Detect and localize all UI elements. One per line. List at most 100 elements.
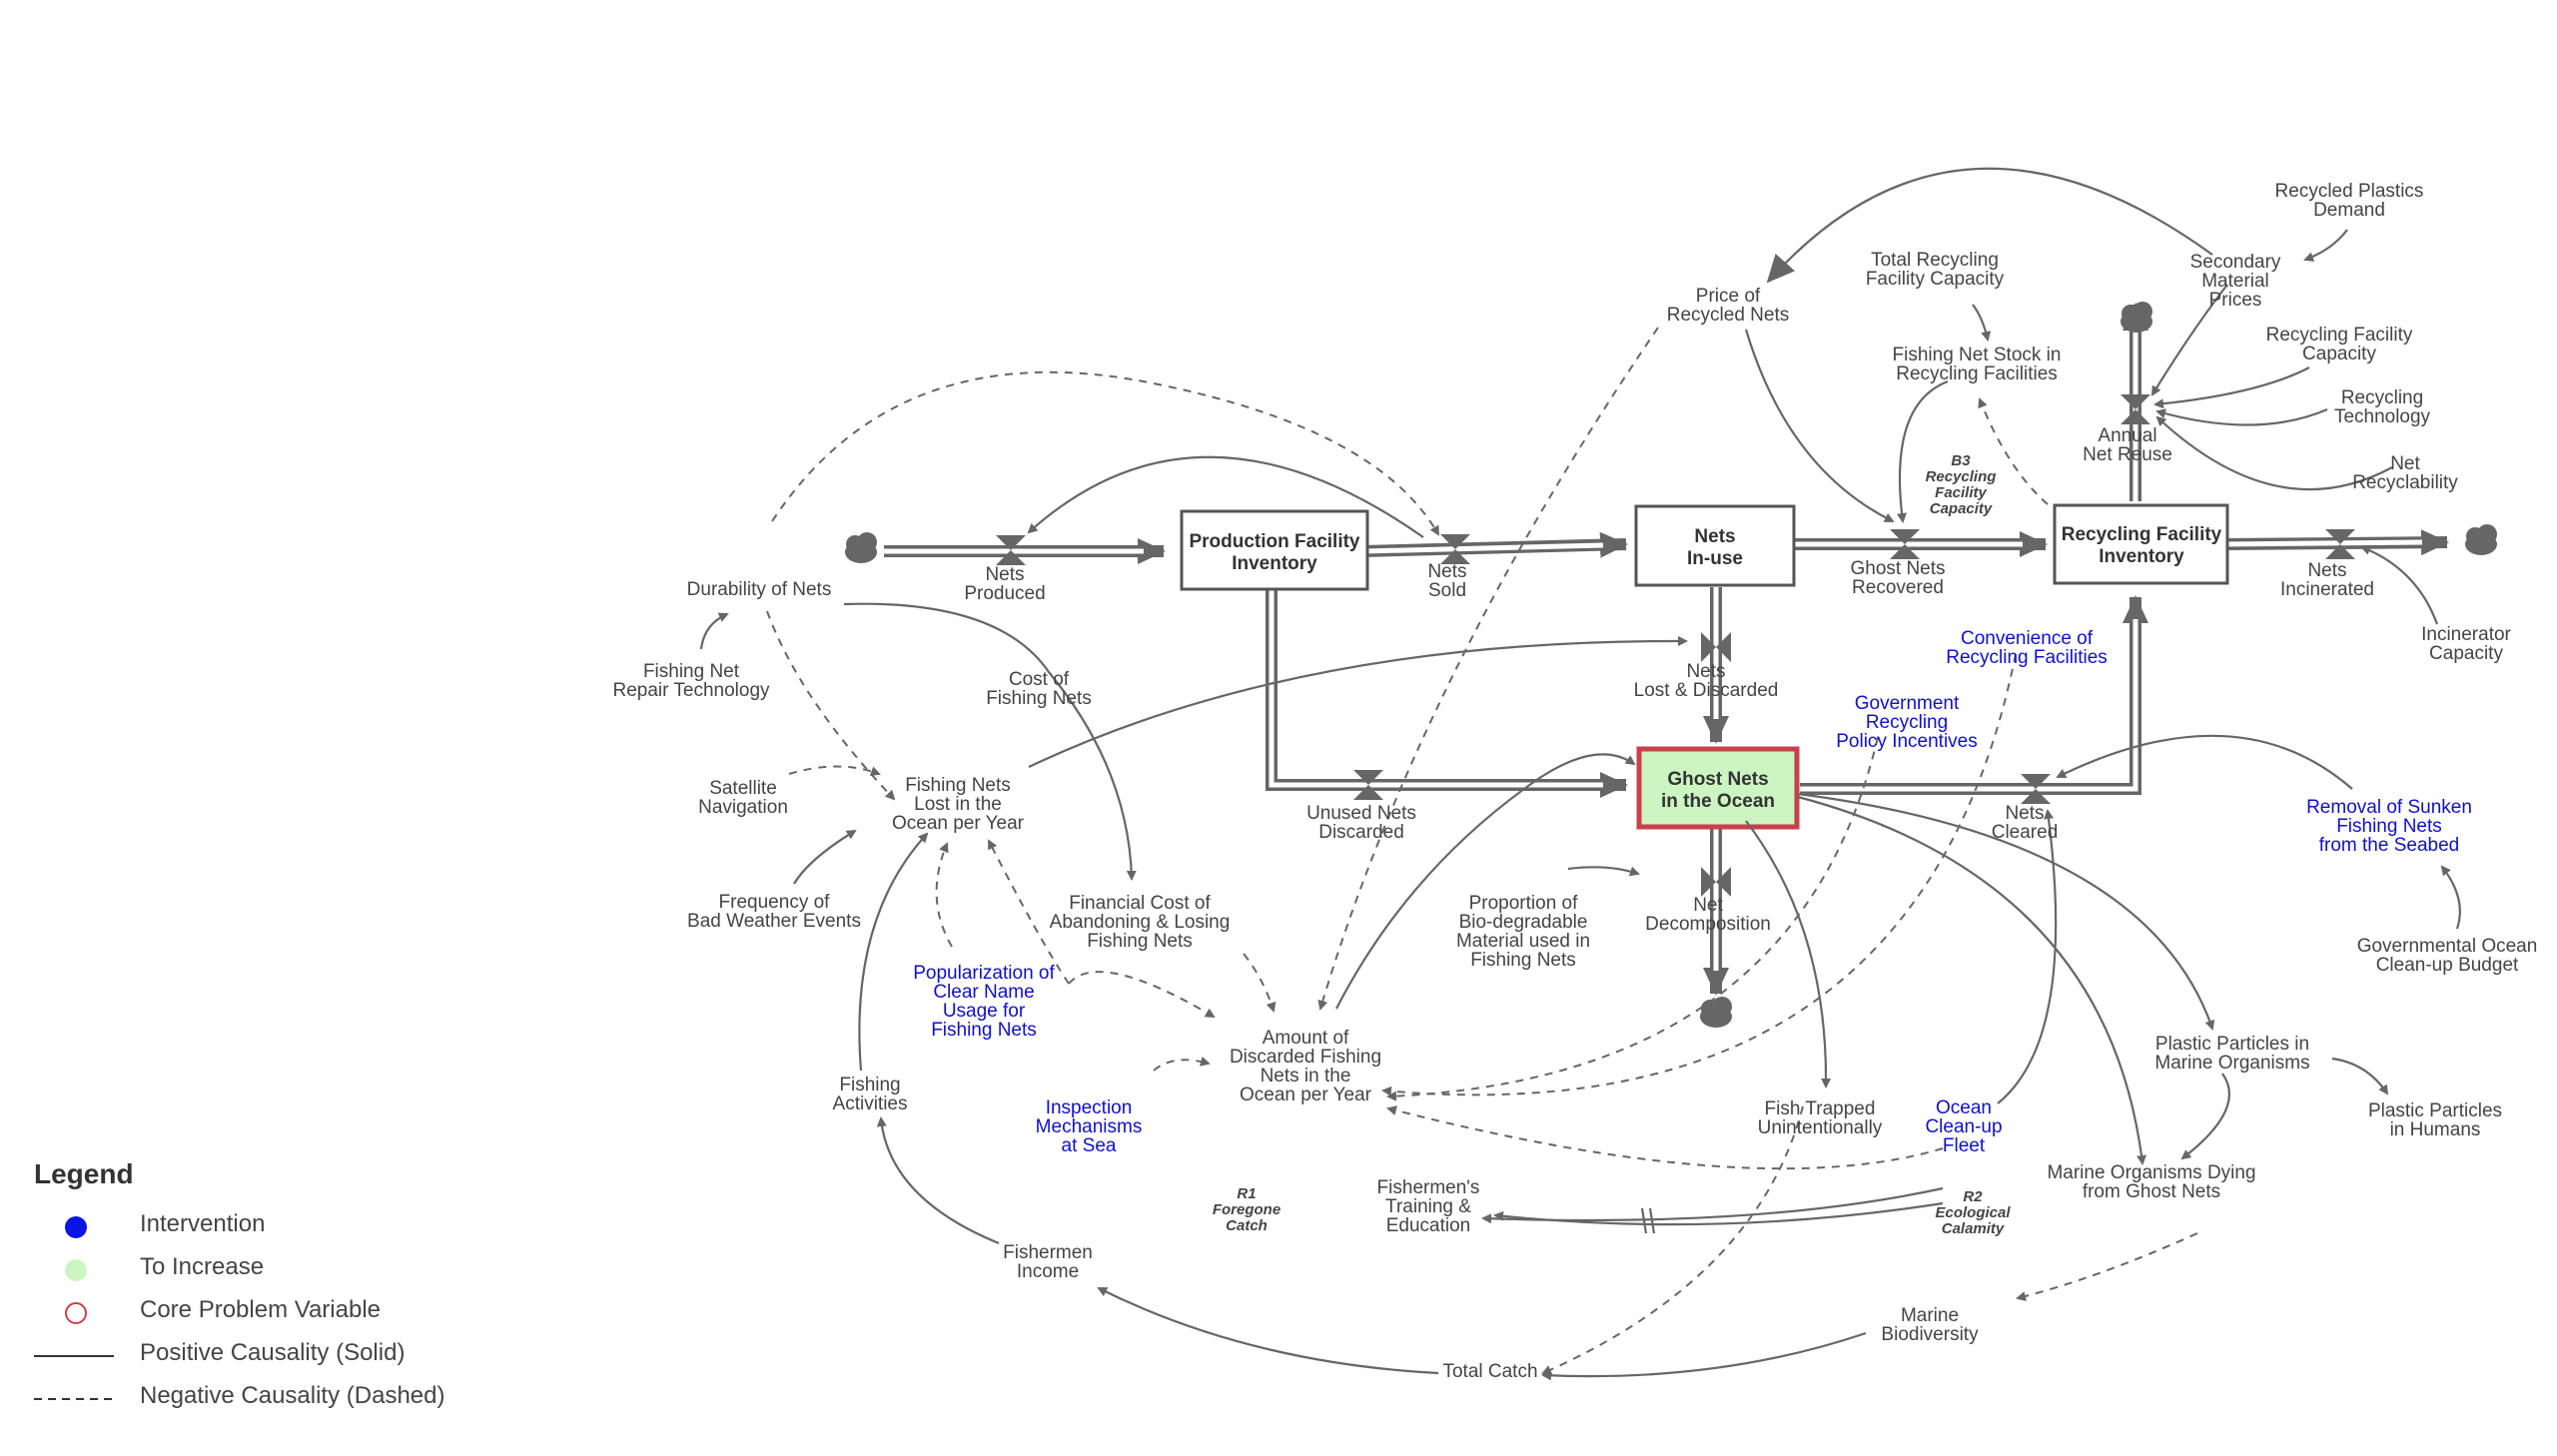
valve-icon [1440, 534, 1470, 564]
intervention-popularization-clear-name: Clear Name [933, 982, 1034, 1003]
var-financial-cost-abandoning: Fishing Nets [1087, 931, 1193, 952]
var-governmental-cleanup-budget: Governmental Ocean [2357, 936, 2538, 957]
var-net-recyclability: Recyclability [2352, 472, 2458, 493]
var-proportion-biodegradable: Proportion of [1469, 893, 1579, 914]
var-total-catch: Total Catch [1442, 1361, 1537, 1382]
flow-label-nets-produced: Nets [985, 564, 1024, 585]
legend-item-negative: Negative Causality (Dashed) [34, 1378, 503, 1418]
loop-label-r1: R1 [1237, 1185, 1256, 1202]
stock-label: In-use [1687, 548, 1743, 569]
intervention-ocean-cleanup-fleet: Ocean [1936, 1097, 1992, 1118]
stock-production-facility-inventory[interactable]: Production Facility Inventory [1180, 509, 1369, 591]
loop-label-r1: Foregone [1213, 1201, 1280, 1218]
stock-label: Production Facility [1189, 531, 1359, 552]
reuse-cloud-icon [2121, 302, 2152, 333]
loop-label-r1: Catch [1226, 1217, 1268, 1234]
var-fishing-nets-lost-per-year: Lost in the [914, 794, 1002, 815]
var-fishermens-training: Education [1386, 1215, 1471, 1236]
var-fishing-nets-lost-per-year: Ocean per Year [892, 813, 1025, 834]
var-plastic-particles-marine: Marine Organisms [2154, 1053, 2309, 1074]
legend-solid-line-icon [34, 1355, 114, 1357]
var-recycling-technology: Technology [2334, 406, 2431, 427]
intervention-removal-sunken-nets: Removal of Sunken [2306, 797, 2472, 818]
legend-green-dot-icon [65, 1259, 87, 1281]
valve-icon [996, 535, 1026, 565]
intervention-inspection-mechanisms: Inspection [1046, 1097, 1133, 1118]
intervention-inspection-mechanisms: Mechanisms [1036, 1116, 1143, 1137]
var-fishing-net-repair-technology: Repair Technology [612, 680, 770, 701]
valve-icon [1701, 632, 1731, 662]
var-financial-cost-abandoning: Abandoning & Losing [1050, 912, 1231, 933]
var-recycled-plastics-demand: Demand [2313, 200, 2385, 221]
legend-label: Positive Causality (Solid) [140, 1339, 406, 1366]
var-secondary-material-prices: Prices [2209, 290, 2262, 311]
flow-label-nets-lost-discarded: Lost & Discarded [1634, 680, 1779, 701]
valve-icon [2021, 774, 2051, 804]
var-price-of-recycled-nets: Price of [1696, 286, 1761, 307]
stock-label: Inventory [2099, 546, 2184, 567]
flow-label-nets-produced: Produced [964, 583, 1045, 604]
var-marine-biodiversity: Marine [1901, 1305, 1959, 1326]
var-fishermens-training: Training & [1385, 1196, 1471, 1217]
var-marine-organisms-dying: Marine Organisms Dying [2047, 1162, 2255, 1183]
stock-ghost-nets-in-the-ocean[interactable]: Ghost Nets in the Ocean [1636, 746, 1800, 830]
var-marine-organisms-dying: from Ghost Nets [2083, 1181, 2220, 1202]
var-incinerator-capacity: Capacity [2429, 643, 2503, 664]
legend-title: Legend [34, 1158, 134, 1189]
var-fishing-activities: Activities [833, 1093, 908, 1114]
intervention-ocean-cleanup-fleet: Fleet [1943, 1135, 1986, 1156]
intervention-government-recycling-incentives: Recycling [1866, 712, 1948, 733]
var-recycled-plastics-demand: Recycled Plastics [2275, 181, 2424, 202]
var-fishermen-income: Income [1017, 1261, 1079, 1282]
var-fishing-net-stock-recycling: Recycling Facilities [1896, 364, 2058, 384]
legend-blue-dot-icon [65, 1216, 87, 1238]
stock-label: in the Ocean [1661, 791, 1775, 812]
sink-cloud-icon [2465, 524, 2497, 555]
flow-label-unused-nets-discarded: Discarded [1318, 822, 1404, 843]
stock-label: Ghost Nets [1667, 769, 1768, 790]
var-fish-trapped-unintentionally: Unintentionally [1758, 1117, 1883, 1138]
flow-label-net-decomposition: Net [1693, 895, 1723, 916]
legend-label: Negative Causality (Dashed) [140, 1382, 445, 1409]
legend: Legend Intervention To Increase Core Pro… [34, 1158, 513, 1418]
var-amount-discarded-nets: Ocean per Year [1240, 1085, 1372, 1105]
var-amount-discarded-nets: Discarded Fishing [1230, 1047, 1381, 1068]
var-frequency-of-bad-weather-events: Frequency of [719, 892, 831, 913]
var-total-recycling-facility-capacity: Total Recycling [1871, 250, 1999, 271]
flow-label-nets-incinerated: Incinerated [2280, 579, 2374, 600]
var-total-recycling-facility-capacity: Facility Capacity [1866, 269, 2005, 290]
legend-item-increase: To Increase [34, 1249, 503, 1289]
var-secondary-material-prices: Material [2201, 271, 2269, 292]
intervention-popularization-clear-name: Usage for [943, 1001, 1026, 1022]
stock-nets-in-use[interactable]: Nets In-use [1634, 504, 1796, 587]
flow-label-nets-sold: Nets [1427, 561, 1466, 582]
legend-red-ring-icon [65, 1302, 87, 1324]
var-fishing-net-repair-technology: Fishing Net [643, 661, 740, 682]
flow-label-nets-cleared: Cleared [1992, 822, 2059, 843]
var-fish-trapped-unintentionally: Fish Trapped [1765, 1098, 1876, 1119]
stock-label: Recycling Facility [2062, 524, 2222, 545]
intervention-removal-sunken-nets: Fishing Nets [2336, 816, 2442, 837]
intervention-convenience-recycling: Convenience of [1961, 628, 2094, 649]
decomposition-cloud-icon [1700, 997, 1732, 1028]
var-recycling-facility-capacity: Capacity [2302, 344, 2376, 364]
var-net-recyclability: Net [2390, 453, 2420, 474]
loop-label-r2: R2 [1963, 1188, 1983, 1205]
var-cost-of-fishing-nets: Cost of [1009, 669, 1070, 690]
intervention-removal-sunken-nets: from the Seabed [2319, 835, 2459, 856]
flow-label-annual-net-reuse: Annual [2098, 425, 2156, 446]
var-durability-of-nets: Durability of Nets [687, 579, 832, 600]
source-cloud-icon [845, 532, 877, 563]
valve-icon [1890, 529, 1920, 559]
loop-label-r2: Ecological [1935, 1204, 2011, 1221]
var-recycling-facility-capacity: Recycling Facility [2266, 325, 2413, 346]
intervention-inspection-mechanisms: at Sea [1062, 1135, 1117, 1156]
legend-label: Core Problem Variable [140, 1296, 381, 1323]
var-fishermens-training: Fishermen's [1377, 1177, 1480, 1198]
flow-label-annual-net-reuse: Net Reuse [2083, 444, 2172, 465]
flow-label-nets-lost-discarded: Nets [1686, 661, 1725, 682]
var-recycling-technology: Recycling [2341, 387, 2423, 408]
loop-label-b3: Recycling [1926, 468, 1997, 485]
stock-recycling-facility-inventory[interactable]: Recycling Facility Inventory [2053, 503, 2229, 585]
